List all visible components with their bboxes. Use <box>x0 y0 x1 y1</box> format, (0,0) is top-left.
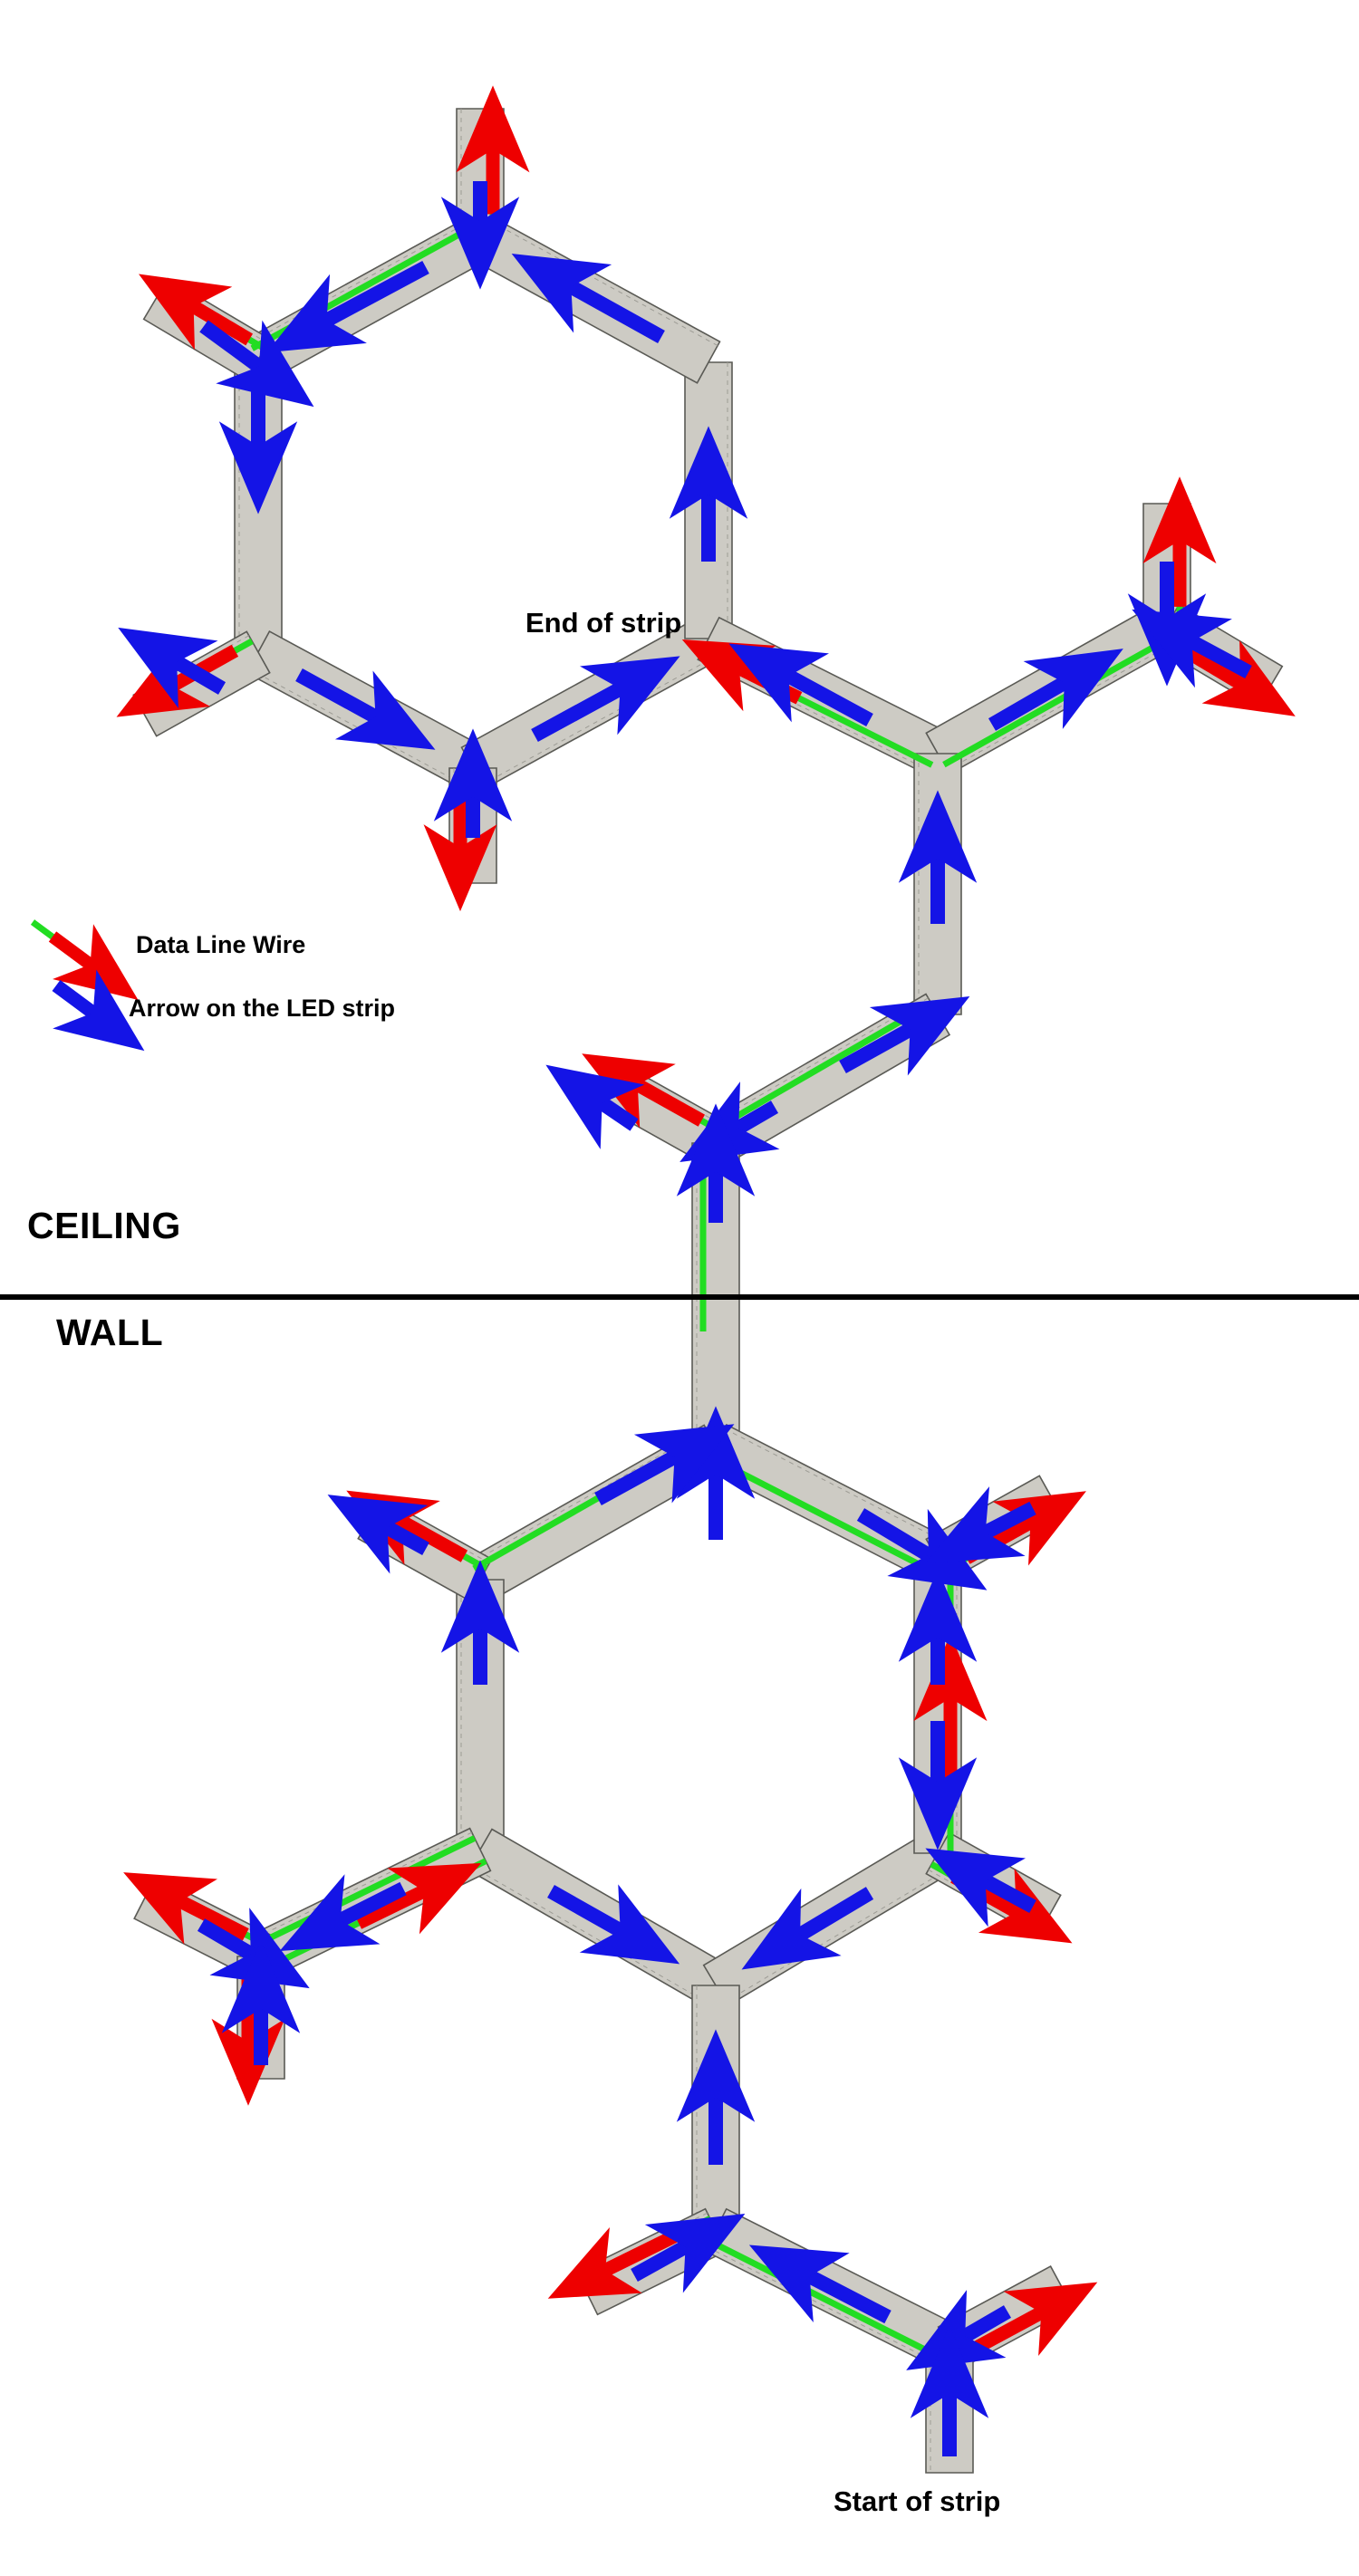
legend-item-label-led-arrow: Arrow on the LED strip <box>129 995 396 1022</box>
led-strip-arrow-right-br-a <box>988 649 1123 731</box>
led-strip-arrow-lbranch-in <box>279 1874 407 1952</box>
legend-led-arrow-icon <box>52 969 145 1052</box>
ceiling-label: CEILING <box>27 1205 181 1246</box>
direction-arrows <box>116 85 1296 2456</box>
led-strip-arrow-hex-top-left <box>266 260 429 353</box>
led-strip-arrow-hex-left-stub2 <box>118 627 226 708</box>
led-strip-arrow-zig-left-stub <box>545 1064 645 1149</box>
led-strip-arrow-bot-left-stub <box>631 2214 746 2293</box>
led-strip-arrow-mid-right-in <box>728 643 873 727</box>
data-wire-wire-right-branch <box>942 633 1175 768</box>
led-strip-arrow-right-br-dr <box>1132 609 1252 688</box>
led-strip-arrow-lhex-bot-left <box>547 1884 680 1965</box>
start-of-strip-label: Start of strip <box>834 2485 1001 2517</box>
strip-segment-zig-down-left <box>702 993 951 1165</box>
wall-label: WALL <box>56 1312 164 1353</box>
data-wire-wire-zig-down-left <box>708 1000 933 1135</box>
strip-edge-highlight-zig-down-left <box>706 997 929 1128</box>
led-strip-arrow-zig-down-left <box>839 996 970 1076</box>
led-strip-arrow-lhex-top-left <box>594 1424 735 1506</box>
led-strip-arrow-hex-bottom <box>531 656 680 743</box>
led-strip-arrow-lhex-bot-right <box>741 1887 874 1970</box>
data-wire-wire-upper-top-left <box>250 223 476 351</box>
led-strip-arrow-lhex-r-stub-ur <box>924 1486 1036 1564</box>
strip-segment-wall-up-to-hex <box>691 1296 740 1447</box>
led-strip-arrow-bot-zig <box>748 2244 892 2324</box>
led-strip-channels <box>132 108 1284 2474</box>
end-of-strip-label: End of strip <box>525 607 682 639</box>
led-strip-arrow-lhex-r-stub-dr <box>925 1848 1036 1927</box>
strip-edge-highlight-lower-left-stub-ul <box>378 1501 490 1564</box>
led-strip-arrow-lhex-left-stub <box>327 1495 429 1574</box>
led-strip-arrow-hex-left-stub <box>199 320 314 408</box>
led-strip-arrow-hex-left-down <box>295 668 436 750</box>
led-strip-arrow-hex-top-right <box>511 253 665 343</box>
legend-item-label-data-line-wire: Data Line Wire <box>136 931 306 958</box>
legend-data-line-wire-icon <box>30 919 139 1000</box>
